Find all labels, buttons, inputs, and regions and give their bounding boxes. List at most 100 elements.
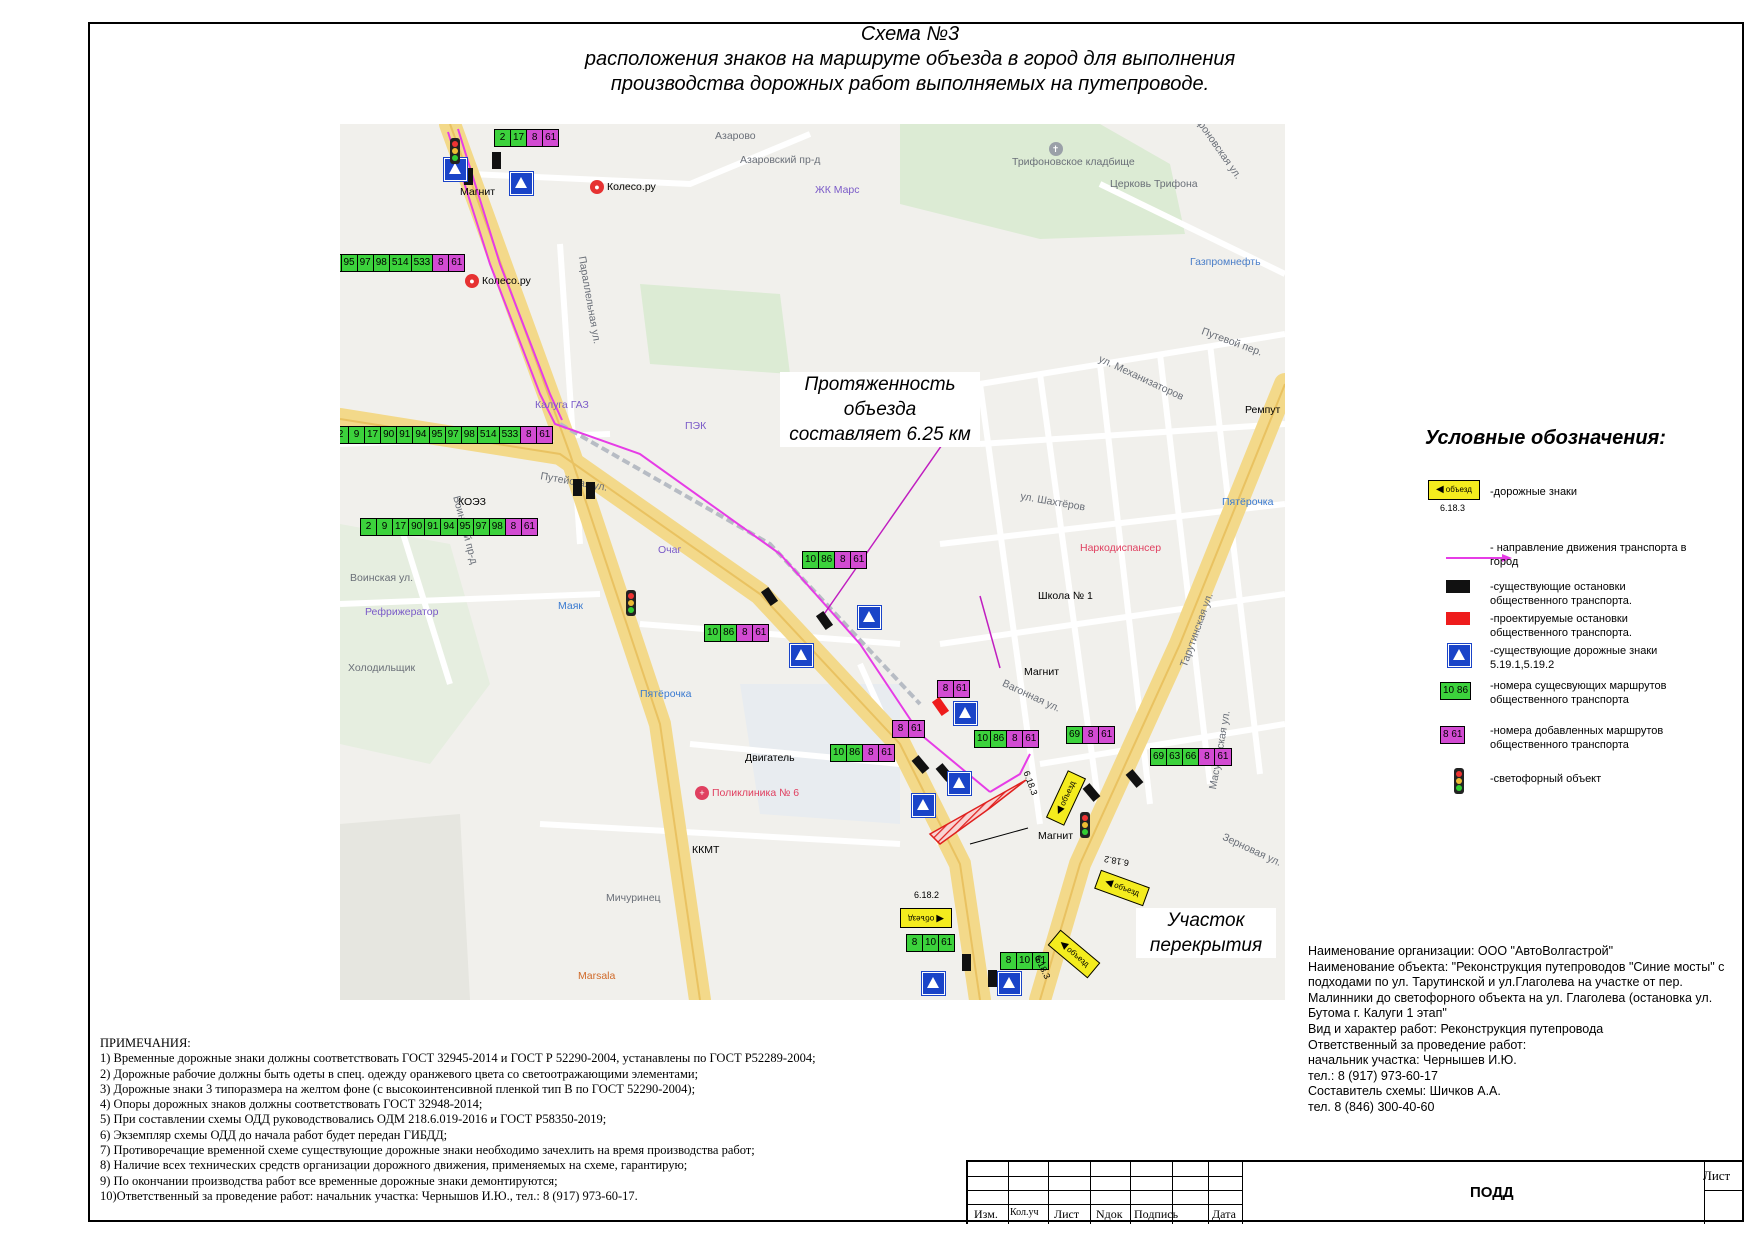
legend-projected-stop (1446, 612, 1470, 625)
added-route-number: 8 (527, 130, 544, 146)
existing-route-number: 10 (705, 625, 722, 641)
tyre-shop-icon-2: ● (465, 274, 479, 288)
legend-item-existing-routes: -номера сущесвующих маршрутов общественн… (1490, 680, 1667, 706)
traffic-light-icon (626, 590, 636, 616)
poi-magnit-right: Магнит (1038, 830, 1074, 842)
info-phone-1: тел.: 8 (917) 973-60-17 (1308, 1068, 1438, 1083)
bus-stop-existing (586, 482, 595, 499)
pedestrian-crossing-sign (998, 972, 1021, 995)
poi-remput: Ремпут (1245, 404, 1281, 416)
existing-route-number: 8 (907, 935, 923, 951)
added-route-number: 8 (1083, 727, 1100, 743)
poi-magnit-mid: Магнит (1024, 666, 1060, 678)
existing-route-number: 9 (377, 519, 393, 535)
detour-length-callout: Протяженность объезда составляет 6.25 км (780, 372, 980, 447)
added-route-number: 8 (938, 681, 954, 697)
existing-route-number: 97 (445, 427, 462, 443)
legend-item-traffic-light: -светофорный объект (1490, 773, 1602, 785)
existing-route-number: 97 (473, 519, 490, 535)
legend-pedestrian-sign (1448, 644, 1471, 667)
added-route-number: 61 (909, 721, 925, 737)
existing-route-number: 95 (341, 255, 358, 271)
title-line-1: Схема №3 (860, 23, 960, 45)
existing-route-number: 98 (461, 427, 478, 443)
poi-kaluga-gaz: Калуга ГАЗ (535, 399, 589, 411)
existing-route-number: 17 (365, 427, 382, 443)
existing-route-number: 90 (381, 427, 398, 443)
poi-koez: КОЭЗ (458, 496, 486, 508)
added-route-number: 8 (433, 255, 450, 271)
legend-magenta-sample: 8 61 (1441, 727, 1465, 743)
added-route-number: 8 (835, 552, 852, 568)
added-route-number: 61 (521, 519, 537, 535)
added-route-number: 61 (537, 427, 553, 443)
info-responsible: Ответственный за проведение работ: (1308, 1037, 1527, 1052)
added-route-number: 61 (543, 130, 559, 146)
pedestrian-crossing-sign (858, 606, 881, 629)
existing-route-number: 91 (397, 427, 414, 443)
poi-narkodispanser: Наркодиспансер (1080, 542, 1162, 554)
title-line-3: производства дорожных работ выполняемых … (610, 73, 1210, 95)
detour-callout-line-2: объезда (843, 399, 917, 420)
added-route-number: 8 (1199, 749, 1216, 765)
poi-shkola: Школа № 1 (1038, 590, 1093, 602)
poi-ochag: Очаг (658, 544, 682, 556)
drawing-frame (88, 22, 1744, 1222)
added-route-number: 8 (863, 745, 880, 761)
added-route-number: 61 (449, 255, 465, 271)
legend-item-direction: - направление движения транспорта в горо… (1490, 542, 1687, 568)
existing-route-number: 63 (1167, 749, 1184, 765)
document-code: ПОДД (1470, 1184, 1514, 1201)
legend-magenta-plate: 8 61 (1440, 726, 1466, 744)
added-route-number: 61 (954, 681, 970, 697)
added-route-number: 8 (1007, 731, 1024, 747)
existing-route-number: 10 (831, 745, 848, 761)
added-route-number: 8 (737, 625, 754, 641)
stamp-header-kol: Кол.уч (1010, 1207, 1039, 1218)
existing-route-number: 61 (1033, 953, 1049, 969)
poi-zhk-mars: ЖК Марс (815, 184, 860, 196)
note-10: 10)Ответственный за проведение работ: на… (100, 1188, 638, 1203)
traffic-light-icon (450, 138, 460, 164)
legend-item-signs: -дорожные знаки (1490, 486, 1578, 498)
existing-route-number: 10 (923, 935, 940, 951)
label-kholodilschik: Холодильщик (348, 662, 416, 674)
existing-route-number: 94 (413, 427, 430, 443)
existing-route-number: 86 (847, 745, 864, 761)
existing-route-number: 2 (361, 519, 377, 535)
legend-green-plate: 10 86 (1440, 682, 1472, 700)
legend-title: Условные обозначения: (1425, 427, 1666, 449)
legend-traffic-light-icon (1454, 768, 1464, 794)
bus-stop-existing (962, 954, 971, 971)
existing-route-number: 98 (373, 255, 390, 271)
poi-magnit-top: Магнит (460, 186, 496, 198)
existing-route-number: 10 (803, 552, 820, 568)
poi-gazpromneft: Газпромнефть (1190, 256, 1261, 268)
project-info: Наименование организации: ООО "АвтоВолга… (1308, 944, 1748, 1116)
existing-route-number: 69 (1067, 727, 1084, 743)
existing-route-number: 9 (349, 427, 365, 443)
sign-code-6182-left: 6.18.2 (914, 890, 940, 900)
legend-sign-code: 6.18.3 (1440, 503, 1466, 513)
notes: ПРИМЕЧАНИЯ: 1) Временные дорожные знаки … (100, 1036, 880, 1204)
clinic-icon: + (695, 786, 709, 800)
added-route-number: 61 (753, 625, 769, 641)
stamp-header-izm: Изм. (974, 1207, 998, 1221)
poi-poliklinika: +Поликлиника № 6 (695, 786, 799, 800)
note-2: 2) Дорожные рабочие должны быть одеты в … (100, 1066, 699, 1081)
legend-item-ped-signs: -существующие дорожные знаки 5.19.1,5.19… (1490, 645, 1658, 671)
stamp-header-ndok: Nдок (1096, 1207, 1123, 1221)
existing-route-number: 86 (991, 731, 1008, 747)
poi-dvigatel: Двигатель (745, 752, 795, 764)
note-7: 7) Противоречащие временной схеме сущест… (100, 1143, 755, 1158)
pedestrian-crossing-sign (444, 158, 467, 181)
pedestrian-crossing-sign (912, 794, 935, 817)
closure-callout-line-2: перекрытия (1149, 935, 1263, 956)
